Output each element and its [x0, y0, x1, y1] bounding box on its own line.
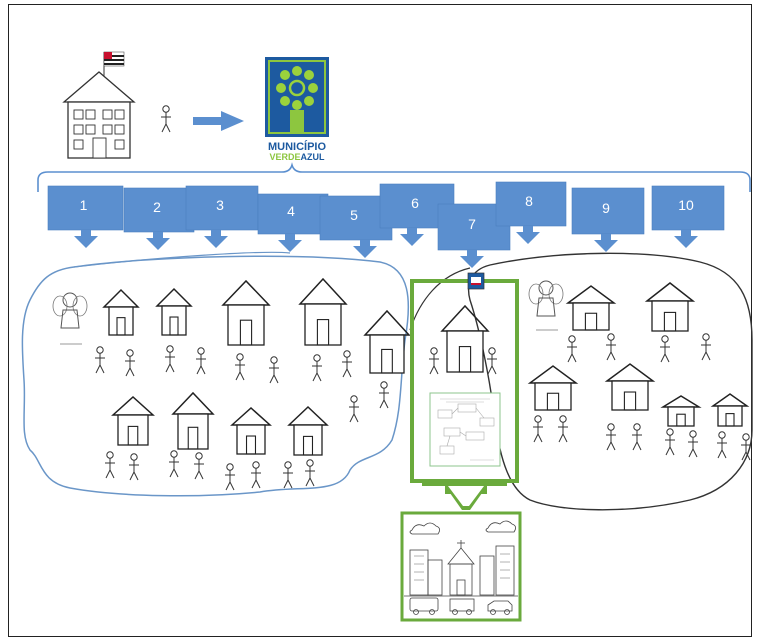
small-flag-badge — [467, 272, 485, 290]
arrow-label-5: 5 — [350, 207, 358, 223]
logo-azul: AZUL — [301, 152, 325, 162]
highlighted-school-frame — [410, 279, 519, 510]
house-icon — [111, 395, 155, 446]
arrow-label-2: 2 — [153, 199, 161, 215]
house-icon — [710, 393, 750, 427]
stick-figure-icon — [341, 350, 353, 378]
stick-figure-icon — [659, 335, 671, 363]
house-icon — [102, 288, 140, 336]
arrow-label-10: 10 — [678, 197, 694, 213]
arrow-callout-3: 3 — [185, 185, 259, 248]
numbered-arrows: 1 2 3 4 5 6 7 8 9 10 — [47, 181, 725, 268]
stick-figure-icon — [311, 354, 323, 382]
stick-figure-icon — [94, 346, 106, 374]
stick-figure-icon — [716, 431, 728, 459]
people — [94, 333, 752, 491]
arrow-label-8: 8 — [525, 193, 533, 209]
stick-figure-icon — [234, 353, 246, 381]
stick-figure-icon — [631, 423, 643, 451]
house-icon — [171, 391, 215, 450]
stick-figure-icon — [128, 453, 140, 481]
municipio-verde-azul-logo: MUNICÍPIO VERDEAZUL — [265, 57, 329, 162]
arrow-label-3: 3 — [216, 197, 224, 213]
logo-verde: VERDE — [269, 152, 300, 162]
stick-figure-icon — [268, 356, 280, 384]
stick-figure-icon — [486, 347, 498, 375]
left-region-outline — [21, 255, 410, 497]
arrow-callout-1: 1 — [47, 185, 124, 248]
flag-icon — [103, 51, 125, 76]
house-icon — [565, 285, 617, 331]
stick-figure-icon — [664, 428, 676, 456]
angel-icon — [528, 280, 564, 331]
arrow-callout-2: 2 — [123, 187, 195, 250]
stick-figure-icon — [378, 381, 390, 409]
stick-figure-icon — [304, 459, 316, 487]
angel-icon — [52, 292, 88, 345]
stick-figure-icon — [605, 423, 617, 451]
arrow-label-1: 1 — [80, 197, 88, 213]
house-icon — [230, 406, 272, 455]
arrow-callout-9: 9 — [571, 187, 645, 252]
house-icon — [221, 279, 271, 346]
house-icon — [527, 365, 579, 411]
stick-figure-icon — [557, 415, 569, 443]
arrow-label-7: 7 — [468, 216, 476, 232]
stick-figure-icon — [348, 395, 360, 423]
document-thumbnail — [429, 392, 501, 467]
house-icon — [604, 363, 656, 411]
stick-figure-icon — [282, 461, 294, 489]
stick-figure-icon — [193, 452, 205, 480]
stick-figure-icon — [168, 450, 180, 478]
school-building-icon — [62, 71, 136, 159]
grouping-brace — [37, 162, 751, 192]
city-scene-icon — [400, 511, 522, 622]
stick-figure-icon — [428, 347, 440, 375]
stick-figure-icon — [250, 461, 262, 489]
house-icon — [287, 405, 329, 456]
arrow-callout-8: 8 — [495, 181, 567, 244]
house-icon — [660, 395, 702, 427]
stick-figure-icon — [164, 345, 176, 373]
stick-figure-icon — [605, 333, 617, 361]
house-icon — [298, 277, 348, 346]
arrow-callout-4: 4 — [257, 193, 329, 252]
stick-figure-icon — [687, 430, 699, 458]
arrow-label-9: 9 — [602, 200, 610, 216]
stick-figure-icon — [700, 333, 712, 361]
stick-figure-icon — [124, 349, 136, 377]
house-icon — [363, 309, 411, 374]
house-icon — [155, 287, 193, 336]
stick-figure-icon — [160, 105, 172, 133]
arrow-label-4: 4 — [287, 203, 295, 219]
arrow-callout-10: 10 — [651, 185, 725, 248]
logo-title: MUNICÍPIO — [268, 140, 327, 153]
stick-figure-icon — [104, 451, 116, 479]
right-arrow-icon — [193, 111, 244, 131]
houses — [102, 277, 750, 456]
house-icon — [440, 304, 490, 373]
stick-figure-icon — [532, 415, 544, 443]
stick-figure-icon — [195, 347, 207, 375]
house-icon — [644, 282, 696, 332]
arrow-label-6: 6 — [411, 195, 419, 211]
logo-subtitle: VERDEAZUL — [269, 152, 325, 162]
stick-figure-icon — [566, 335, 578, 363]
stick-figure-icon — [224, 463, 236, 491]
